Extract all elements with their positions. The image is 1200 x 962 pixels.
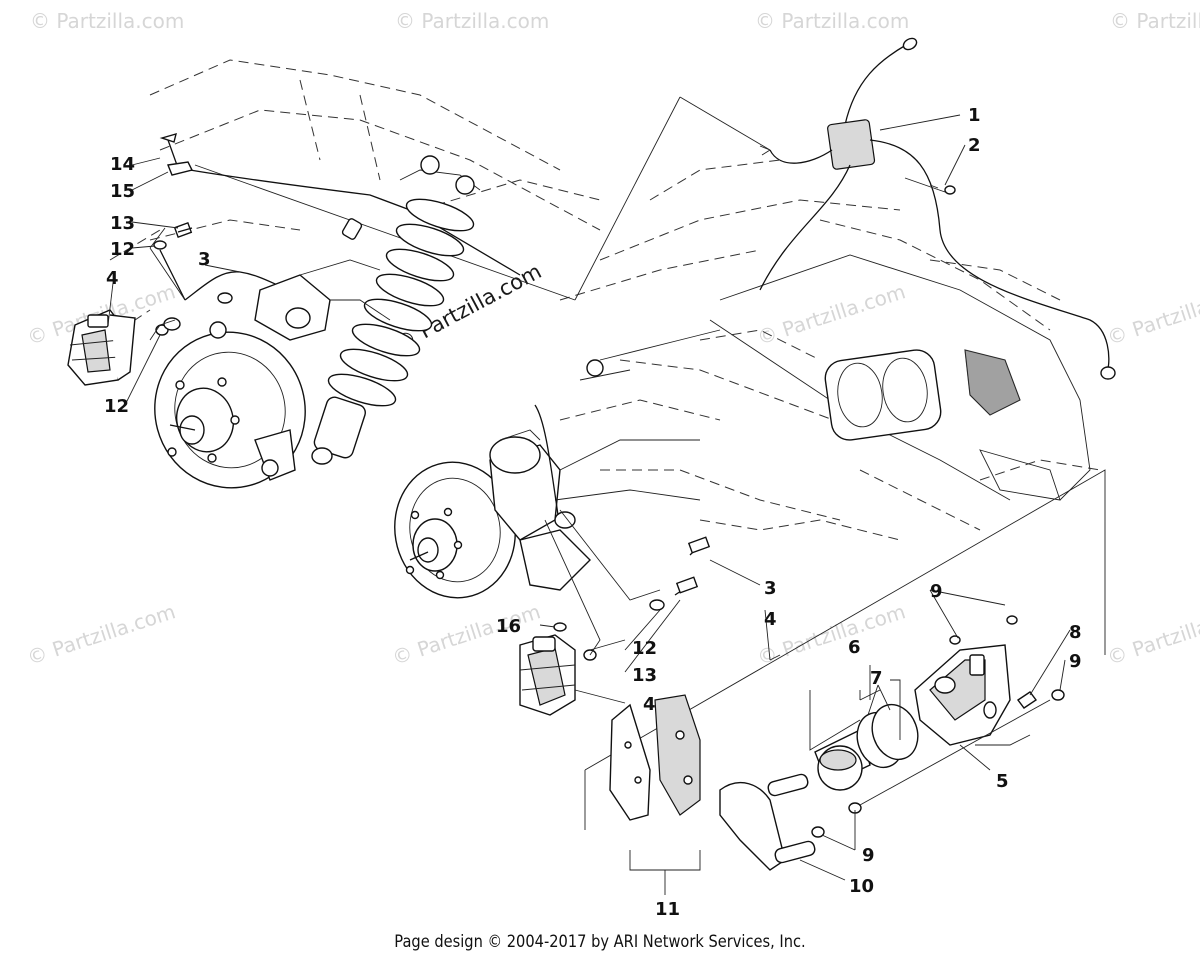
callout-11: 11 (655, 899, 680, 920)
left-brake-line (159, 169, 521, 301)
callout-leaders (107, 114, 1071, 895)
callout-16: 16 (496, 616, 521, 637)
callout-10: 10 (849, 876, 874, 897)
watermark: © Partzilla.com (1104, 279, 1200, 350)
watermark: © Partzilla.com (30, 9, 184, 33)
left-caliper (67, 309, 136, 386)
callout-4: 4 (643, 694, 656, 715)
callout-12: 12 (632, 638, 657, 659)
right-hardware (649, 536, 711, 611)
callout-14: 14 (110, 154, 135, 175)
watermark: © Partzilla.com (1110, 9, 1200, 33)
front-bodywork (709, 254, 1091, 501)
watermark: © Partzilla.com (24, 599, 178, 670)
callout-1: 1 (968, 105, 981, 126)
leader-lines-top (194, 96, 771, 301)
right-hub-assembly (394, 329, 721, 599)
callout-4: 4 (106, 268, 119, 289)
callout-8: 8 (1069, 622, 1082, 643)
vehicle-frame (109, 59, 1101, 541)
callout-5: 5 (996, 771, 1009, 792)
callout-3: 3 (198, 249, 211, 270)
watermark: © Partzilla.com (1104, 599, 1200, 670)
left-coil-spring (311, 155, 481, 465)
page-footer: Page design © 2004-2017 by ARI Network S… (394, 932, 806, 952)
caliper-exploded-view (584, 469, 1106, 871)
callout-15: 15 (110, 181, 135, 202)
watermark: © Partzilla.com (755, 9, 909, 33)
callout-9: 9 (1069, 651, 1082, 672)
callout-12: 12 (104, 396, 129, 417)
brake-hose-assembly (759, 37, 1116, 380)
callout-9: 9 (930, 581, 943, 602)
callout-9: 9 (862, 845, 875, 866)
callout-6: 6 (848, 637, 861, 658)
callout-13: 13 (110, 213, 135, 234)
callout-2: 2 (968, 135, 981, 156)
callout-labels: 1 2 3 3 4 4 4 5 6 7 8 9 9 9 10 11 12 12 … (104, 105, 1082, 920)
callout-4: 4 (764, 609, 777, 630)
callout-12: 12 (110, 239, 135, 260)
right-caliper (519, 509, 661, 716)
callout-7: 7 (870, 668, 883, 689)
left-hardware (149, 132, 233, 341)
watermark: © Partzilla.com (395, 9, 549, 33)
callout-3: 3 (764, 578, 777, 599)
left-hub-assembly (154, 259, 391, 489)
callout-13: 13 (632, 665, 657, 686)
